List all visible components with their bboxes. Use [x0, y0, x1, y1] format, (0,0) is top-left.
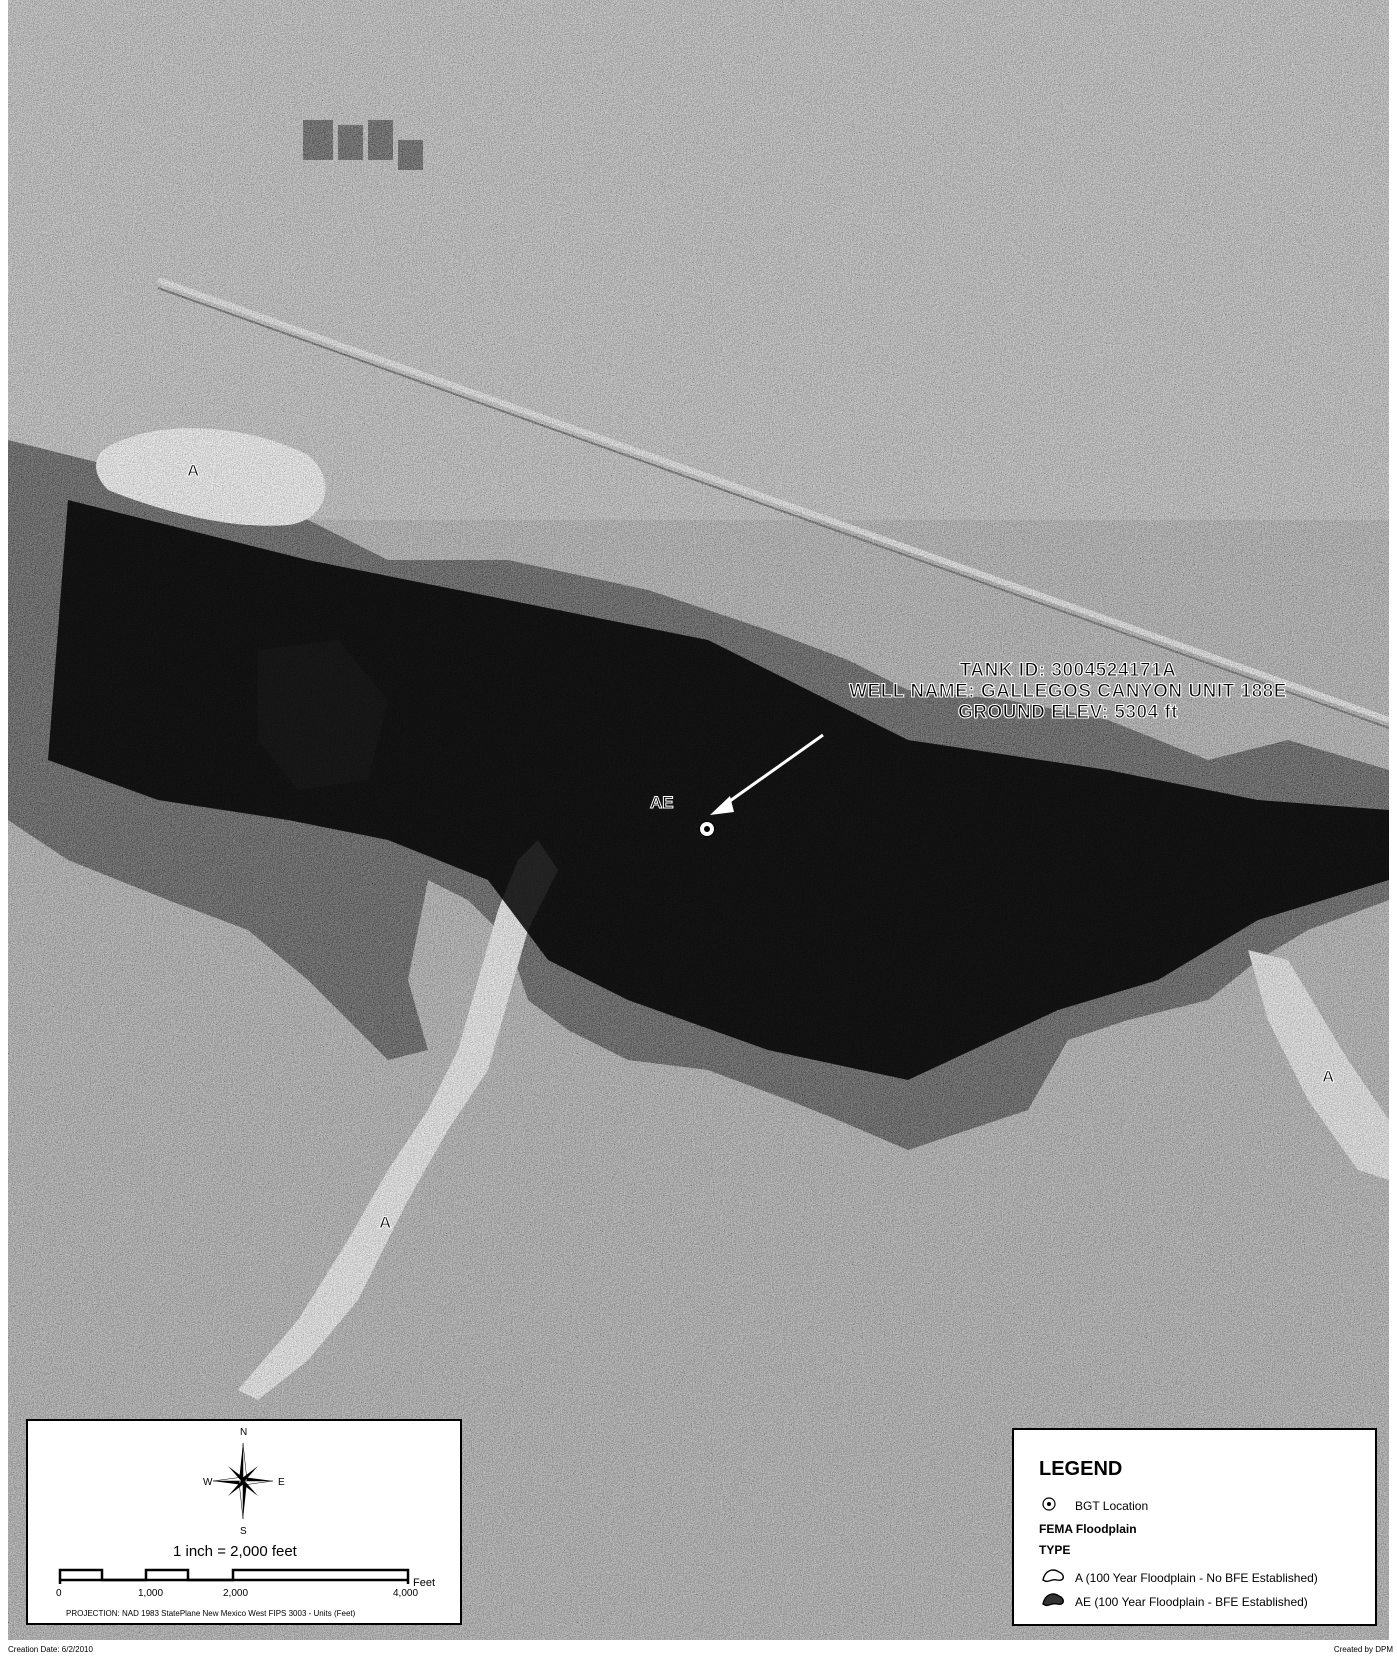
floodplain-ae-icon: [1039, 1590, 1069, 1613]
flood-label-a-east: A: [1321, 1067, 1335, 1087]
tank-info-label: TANK ID: 3004524171A WELL NAME: GALLEGOS…: [828, 659, 1308, 723]
bgt-location-icon: [1039, 1496, 1069, 1515]
scale-ratio: 1 inch = 2,000 feet: [173, 1543, 297, 1560]
projection-text: PROJECTION: NAD 1983 StatePlane New Mexi…: [66, 1609, 356, 1618]
flood-label-a-south: A: [378, 1213, 392, 1233]
east-label: E: [278, 1477, 285, 1488]
north-arrow-icon: [212, 1442, 274, 1520]
south-label: S: [240, 1526, 247, 1537]
scale-bar: [58, 1568, 410, 1584]
ground-elevation: GROUND ELEV: 5304 ft: [957, 701, 1179, 723]
fema-heading: FEMA Floodplain: [1039, 1522, 1137, 1536]
type-a-label: A (100 Year Floodplain - No BFE Establis…: [1075, 1570, 1318, 1585]
tick-4000: 4,000: [393, 1588, 419, 1599]
flood-label-a-northwest: A: [186, 461, 200, 481]
well-name: WELL NAME: GALLEGOS CANYON UNIT 188E: [849, 680, 1287, 702]
creation-date: Creation Date: 6/2/2010: [8, 1645, 93, 1654]
aerial-imagery: [8, 0, 1389, 1640]
scale-box: N S E W 1 inch = 2,000 feet 0 1,000 2,00…: [26, 1419, 462, 1625]
legend-row-bgt: BGT Location: [1039, 1496, 1148, 1515]
tick-1000: 1,000: [138, 1588, 164, 1599]
flood-label-ae: AE: [650, 793, 675, 813]
aerial-map[interactable]: A AE A A TANK ID: 3004524171A WELL NAME:…: [8, 0, 1389, 1640]
legend-title: LEGEND: [1039, 1458, 1123, 1480]
legend-box: LEGEND BGT Location FEMA Floodplain TYPE…: [1012, 1428, 1377, 1626]
type-heading: TYPE: [1039, 1543, 1071, 1557]
tank-pointer-arrow: [719, 733, 824, 810]
tick-2000: 2,000: [223, 1588, 249, 1599]
scale-units: Feet: [413, 1577, 436, 1589]
tick-0: 0: [56, 1588, 62, 1599]
type-ae-label: AE (100 Year Floodplain - BFE Establishe…: [1075, 1594, 1308, 1609]
west-label: W: [203, 1477, 213, 1488]
bgt-location-marker[interactable]: [700, 822, 714, 836]
floodplain-a-icon: [1039, 1566, 1069, 1589]
north-label: N: [240, 1427, 248, 1438]
legend-row-type-a: A (100 Year Floodplain - No BFE Establis…: [1039, 1566, 1318, 1589]
created-by: Created by DPM: [1333, 1645, 1393, 1654]
tank-id: TANK ID: 3004524171A: [959, 659, 1177, 681]
bgt-location-label: BGT Location: [1075, 1498, 1149, 1513]
legend-row-type-ae: AE (100 Year Floodplain - BFE Establishe…: [1039, 1590, 1308, 1613]
